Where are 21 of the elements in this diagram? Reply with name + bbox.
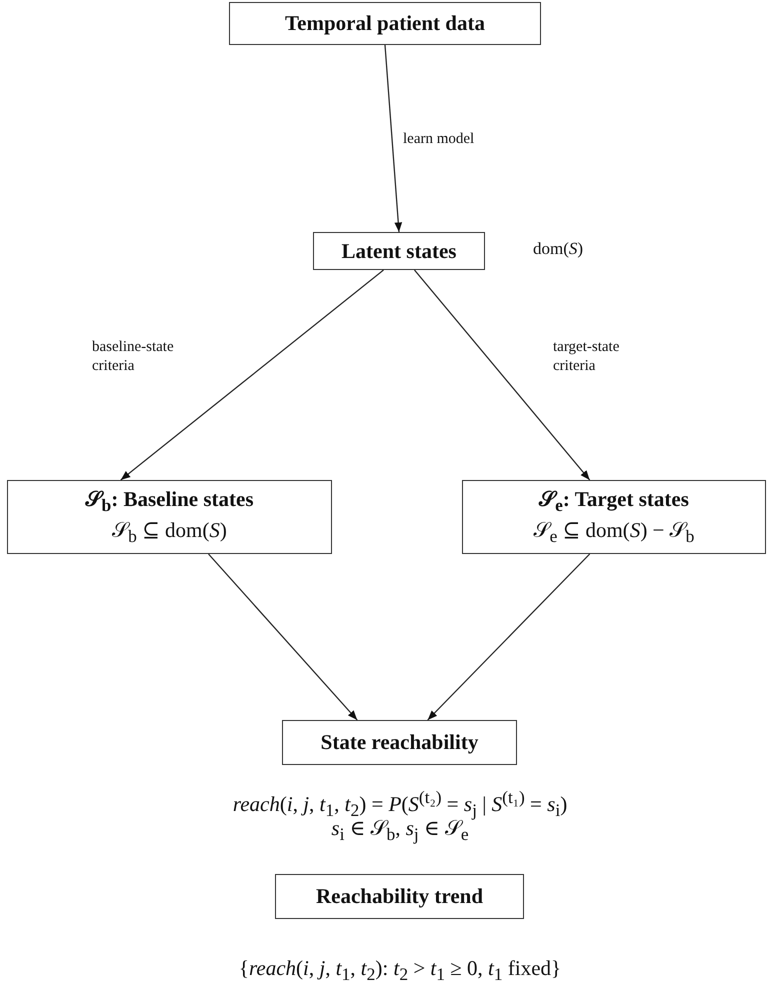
process-box <box>462 480 766 554</box>
process-box <box>229 2 541 45</box>
box-heading: State reachability <box>320 729 478 756</box>
box-heading: Latent states <box>342 238 456 264</box>
box-heading: Temporal patient data <box>285 10 485 37</box>
process-box <box>282 720 517 765</box>
process-box <box>275 874 524 919</box>
box-heading: 𝒮$_{b}$: Baseline states <box>85 486 254 517</box>
formula: 𝒮$_{e}$ ⊆ dom(S) − 𝒮$_{b}$ <box>534 517 694 548</box>
formula: 𝒮$_{b}$ ⊆ dom(S) <box>112 517 227 548</box>
formula: dom(S) <box>533 238 584 260</box>
arrow <box>427 554 590 720</box>
arrow <box>120 270 384 480</box>
process-box <box>7 480 332 554</box>
formula: {reach(i, j, t$_{1}$, t$_{2}$): t$_{2}$ > t$_{1}$ ≥ 0, t$_{1}$ fixed} <box>238 955 562 986</box>
process-box <box>313 232 485 270</box>
box-heading: 𝒮$_{e}$: Target states <box>539 486 689 517</box>
arrow <box>414 270 590 480</box>
arrow <box>208 554 358 720</box>
box-heading: Reachability trend <box>316 883 484 910</box>
arrow <box>384 44 402 232</box>
